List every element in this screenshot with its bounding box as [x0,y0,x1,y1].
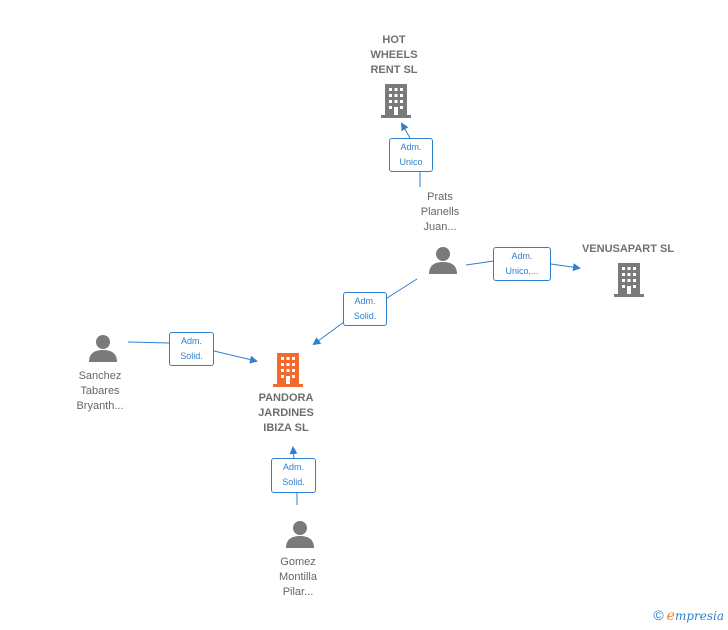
brand-name: mpresia [674,609,724,623]
node-pandora[interactable]: PANDORA JARDINES IBIZA SL [236,391,336,436]
edge-role-label[interactable]: Adm. Unico,... [493,247,551,281]
edge-role-label[interactable]: Adm. Solid. [343,292,387,326]
node-hot-wheels[interactable]: HOT WHEELS RENT SL [344,33,444,78]
node-gomez[interactable]: Gomez Montilla Pilar... [248,555,348,600]
edge-prats-hot-wheels [402,124,421,187]
node-prats-label: Prats Planells Juan... [420,191,460,233]
edge-role-label[interactable]: Adm. Solid. [169,332,214,366]
brand-initial: e [666,608,675,624]
copyright-symbol: © [653,607,664,623]
person-icon[interactable] [88,333,118,363]
edge-sanchez-pandora [127,341,256,361]
edge-prats-pandora [314,278,418,344]
building-icon[interactable] [380,83,412,119]
edge-prats-venusapart [465,260,579,268]
node-venusapart[interactable]: VENUSAPART SL [572,242,684,257]
node-sanchez-label: Sanchez Tabares Bryanth... [76,370,124,412]
edge-role-label[interactable]: Adm. Unico [389,138,433,172]
edge-role-label[interactable]: Adm. Solid. [271,458,316,493]
node-sanchez[interactable]: Sanchez Tabares Bryanth... [50,369,150,414]
person-icon[interactable] [428,245,458,275]
node-pandora-label: PANDORA JARDINES IBIZA SL [258,392,314,434]
node-hot-wheels-label: HOT WHEELS RENT SL [370,34,418,76]
node-venusapart-label: VENUSAPART SL [581,243,675,255]
node-gomez-label: Gomez Montilla Pilar... [279,556,317,598]
person-icon[interactable] [285,519,315,549]
building-icon[interactable] [272,352,304,388]
watermark-brand: ©empresia [653,607,724,624]
node-prats[interactable]: Prats Planells Juan... [390,190,490,235]
building-icon[interactable] [613,262,645,298]
edge-gomez-pandora [293,448,297,505]
